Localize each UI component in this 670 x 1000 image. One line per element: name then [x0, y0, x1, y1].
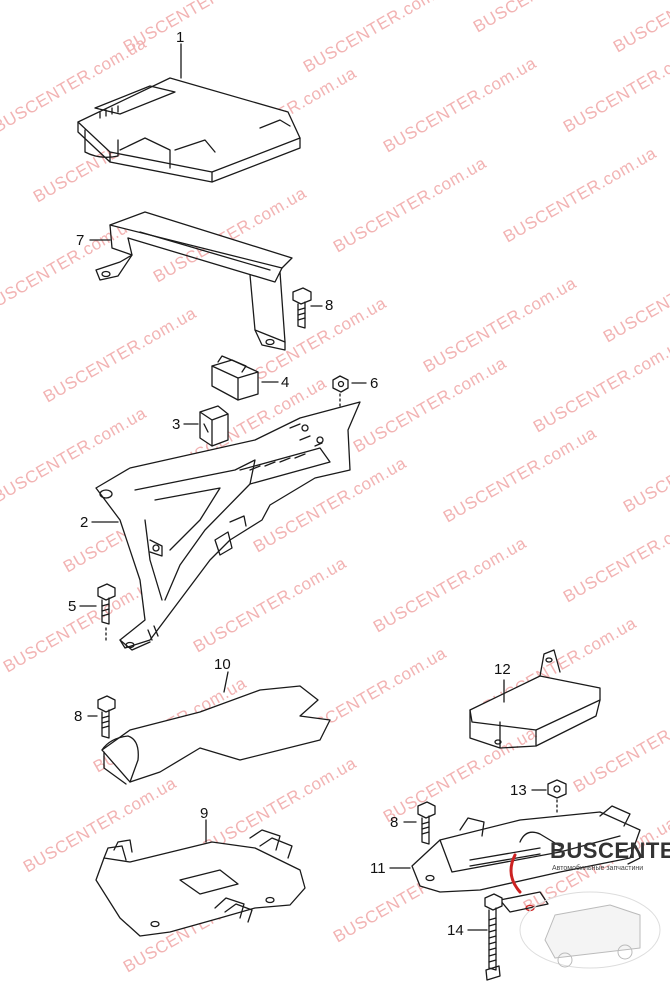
part-2-main-bracket — [91, 401, 361, 651]
callout-part-1: 1 — [176, 29, 185, 46]
callout-part-3: 3 — [172, 416, 181, 433]
callout-part-13: 13 — [510, 782, 527, 799]
callout-part-4: 4 — [281, 374, 290, 391]
callout-part-8c: 8 — [390, 814, 399, 831]
callout-part-2: 2 — [80, 514, 89, 531]
part-9-plate — [95, 819, 306, 937]
brand-logo-mark — [509, 853, 661, 969]
callout-part-12: 12 — [494, 661, 511, 678]
callout-part-8a: 8 — [325, 297, 334, 314]
part-8-bolt-upper — [292, 287, 323, 329]
callout-part-8b: 8 — [74, 708, 83, 725]
brand-subtitle: Автомобильные запчастини — [552, 865, 644, 872]
part-5-bolt — [79, 583, 116, 641]
part-13-nut — [531, 779, 567, 813]
part-8-bolt-middle — [87, 695, 116, 739]
part-14-bolt — [467, 893, 503, 981]
callout-part-5: 5 — [68, 598, 77, 615]
brand-name: BUSCENTER — [550, 838, 670, 863]
callout-part-9: 9 — [200, 805, 209, 822]
part-4-clip — [211, 355, 279, 401]
part-11-bracket — [389, 805, 641, 913]
brand-logo: BUSCENTER Автомобильные запчастини — [530, 838, 670, 898]
part-1-control-unit — [77, 43, 301, 183]
part-10-cover — [101, 671, 331, 785]
callout-part-14: 14 — [447, 922, 464, 939]
callout-part-11: 11 — [370, 860, 386, 877]
callout-part-6: 6 — [370, 375, 379, 392]
part-3-clip — [183, 405, 229, 447]
part-12-box — [469, 649, 601, 749]
part-7-bracket — [89, 211, 293, 351]
callout-part-7: 7 — [76, 232, 85, 249]
part-8-bolt-lower — [403, 801, 436, 845]
callout-part-10: 10 — [214, 656, 231, 673]
part-6-nut — [332, 375, 367, 411]
